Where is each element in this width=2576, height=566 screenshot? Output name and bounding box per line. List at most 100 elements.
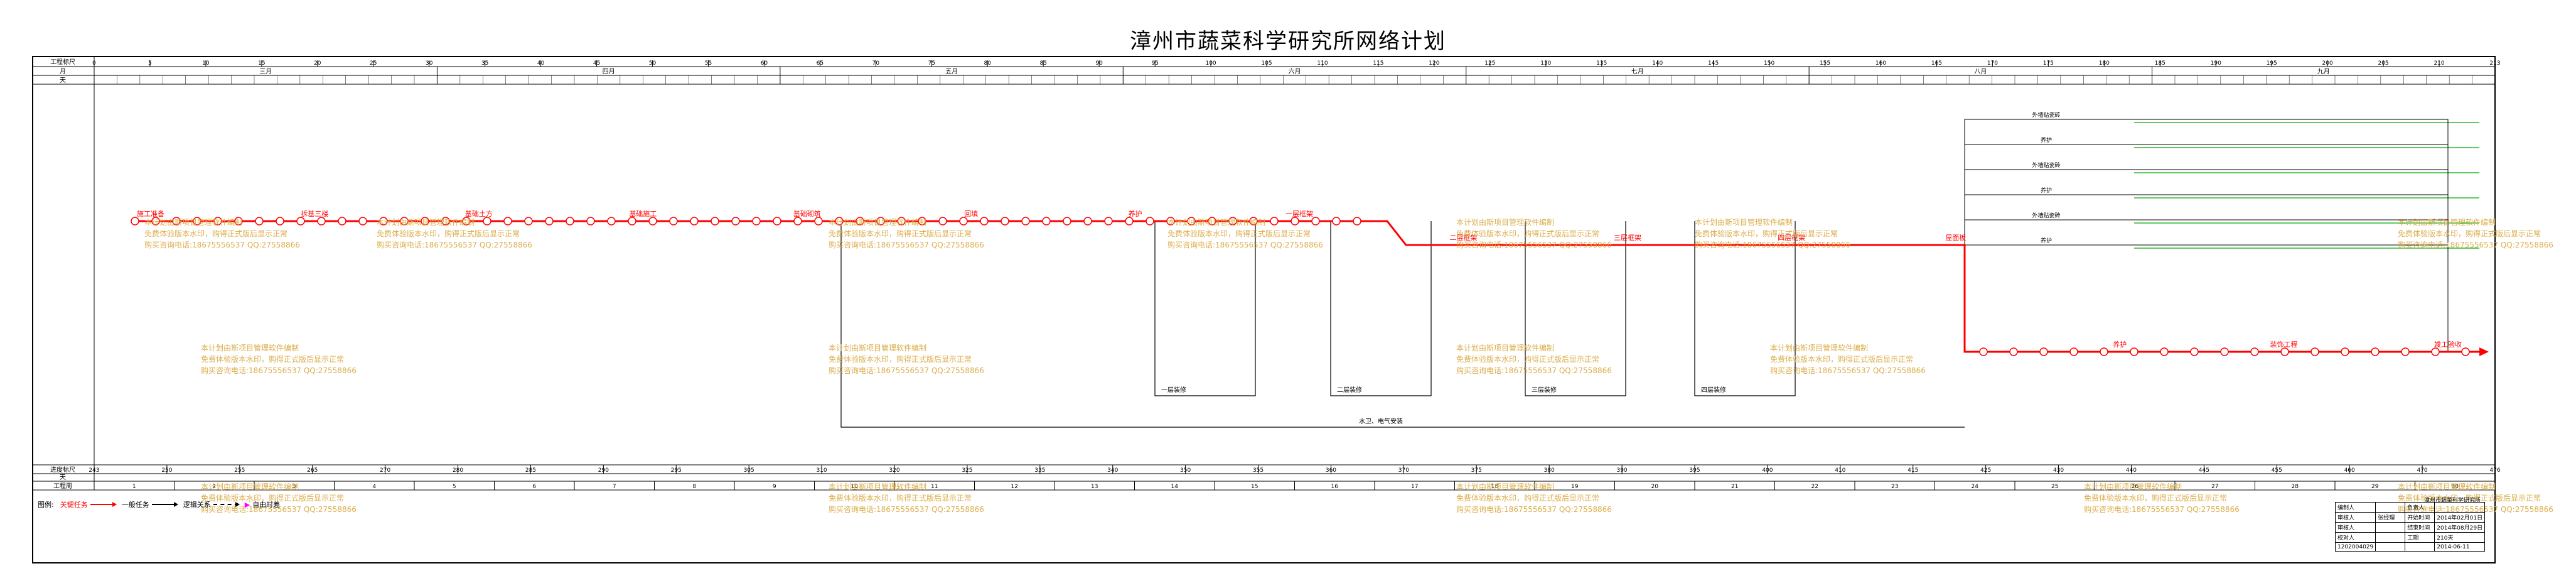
free-float-lines [2134, 122, 2479, 249]
bottom-scale-label: 280 [453, 467, 463, 474]
week-label: 9 [773, 484, 776, 490]
top-scale-label: 45 [593, 60, 600, 67]
top-scale-label: 40 [537, 60, 545, 67]
top-scale-label: 125 [1484, 60, 1495, 67]
watermark-text: 本计划由斯项目管理软件编制 免费体验版本水印，购得正式版后显示正常 购买咨询电话… [829, 482, 984, 514]
critical-node [980, 217, 989, 226]
critical-node [1083, 217, 1092, 226]
info-cell [2375, 522, 2406, 533]
critical-node [628, 217, 636, 226]
facade-branch-line [1964, 244, 2449, 352]
top-scale-label: 145 [1708, 60, 1719, 67]
week-label: 24 [1972, 484, 1979, 490]
top-scale-label: 70 [872, 60, 880, 67]
bottom-scale-label: 375 [1471, 467, 1482, 474]
bottom-scale-label: 400 [1762, 467, 1773, 474]
bottom-scale-label: 370 [1398, 467, 1409, 474]
info-cell: 审核人 [2334, 522, 2376, 533]
bottom-scale-label: 350 [1180, 467, 1191, 474]
legend-logic-arrow [213, 502, 240, 507]
mep-task-line [840, 221, 1965, 428]
critical-node [296, 217, 305, 226]
bottom-scale-label: 320 [889, 467, 899, 474]
info-cell: 工期 [2405, 532, 2435, 543]
bottom-scale-label: 476 [2489, 467, 2500, 474]
info-cell: 编制人 [2334, 502, 2376, 513]
critical-node [835, 217, 844, 226]
critical-task-label: 四层框架 [1778, 234, 1805, 242]
watermark-text: 本计划由斯项目管理软件编制 免费体验版本水印，购得正式版后显示正常 购买咨询电话… [2398, 218, 2553, 249]
watermark-text: 本计划由斯项目管理软件编制 免费体验版本水印，购得正式版后显示正常 购买咨询电话… [377, 218, 532, 249]
bottom-scale-label: 295 [671, 467, 682, 474]
critical-path: 施工准备拆基三楼基础土方基础施工基础砌筑回填养护一层框架二层框架三层框架四层框架… [135, 209, 2489, 356]
week-label: 6 [532, 484, 536, 490]
critical-node [1146, 217, 1154, 226]
legend-critical-label: 关键任务 [60, 501, 88, 509]
week-label: 2 [212, 484, 216, 490]
info-cell: 210天 [2434, 532, 2486, 543]
critical-node [2220, 347, 2229, 356]
bottom-scale-label: 460 [2344, 467, 2355, 474]
info-cell [2375, 502, 2406, 513]
critical-node [607, 217, 616, 226]
footer-row-label: 工程周 [53, 482, 72, 490]
critical-node [255, 217, 264, 226]
critical-node [2310, 347, 2319, 356]
critical-node [545, 217, 554, 226]
week-label: 4 [372, 484, 376, 490]
top-scale-label: 80 [984, 60, 992, 67]
legend-normal-arrow [151, 502, 178, 507]
bottom-scale-label: 340 [1107, 467, 1118, 474]
week-label: 22 [1811, 484, 1818, 490]
top-scale-label: 65 [817, 60, 824, 67]
critical-node [1332, 217, 1341, 226]
branch-task-label: 二层装修 [1337, 386, 1362, 394]
info-row: 编制人负责人 [2334, 502, 2486, 513]
critical-node [648, 217, 657, 226]
legend-normal-label: 一般任务 [121, 501, 149, 509]
week-label: 21 [1731, 484, 1738, 490]
top-scale-label: 135 [1596, 60, 1607, 67]
critical-task-label: 装饰工程 [2270, 340, 2298, 349]
bottom-scale-label: 410 [1835, 467, 1845, 474]
week-label: 23 [1891, 484, 1898, 490]
critical-node [2250, 347, 2259, 356]
critical-node [317, 217, 326, 226]
critical-node [752, 217, 761, 226]
critical-task-label: 施工准备 [137, 209, 164, 218]
critical-path-arrowhead [2479, 347, 2489, 356]
week-label: 16 [1331, 484, 1339, 490]
branch-task-line [1694, 221, 1796, 396]
critical-node [400, 217, 409, 226]
critical-node [566, 217, 574, 226]
week-label: 27 [2211, 484, 2218, 490]
bottom-scale-label: 310 [816, 467, 827, 474]
critical-node [338, 217, 346, 226]
week-label: 10 [851, 484, 859, 490]
critical-node [1228, 217, 1237, 226]
branch-task-label: 一层装修 [1161, 386, 1186, 394]
branch-task-label: 四层装修 [1701, 386, 1726, 394]
week-label: 12 [1011, 484, 1018, 490]
critical-node [586, 217, 595, 226]
header-row-label: 工程标尺 [50, 58, 75, 66]
month-label: 九月 [2317, 68, 2330, 75]
week-label: 11 [931, 484, 938, 490]
critical-node [1311, 217, 1320, 226]
critical-task-label: 养护 [1129, 209, 1142, 218]
normal-task-lines: 一层装修二层装修三层装修四层装修水卫、电气安装外墙贴瓷砖养护外墙贴瓷砖养护外墙贴… [840, 111, 2449, 428]
critical-node [938, 217, 947, 226]
week-label: 25 [2051, 484, 2058, 490]
info-cell: 2014-06-11 [2434, 542, 2486, 552]
critical-node [1187, 217, 1196, 226]
top-scale-label: 210 [2434, 60, 2444, 67]
critical-node [358, 217, 367, 226]
critical-node [276, 217, 284, 226]
week-label: 1 [132, 484, 136, 490]
critical-path-line [135, 220, 2486, 353]
bottom-scale-label: 243 [89, 467, 99, 474]
